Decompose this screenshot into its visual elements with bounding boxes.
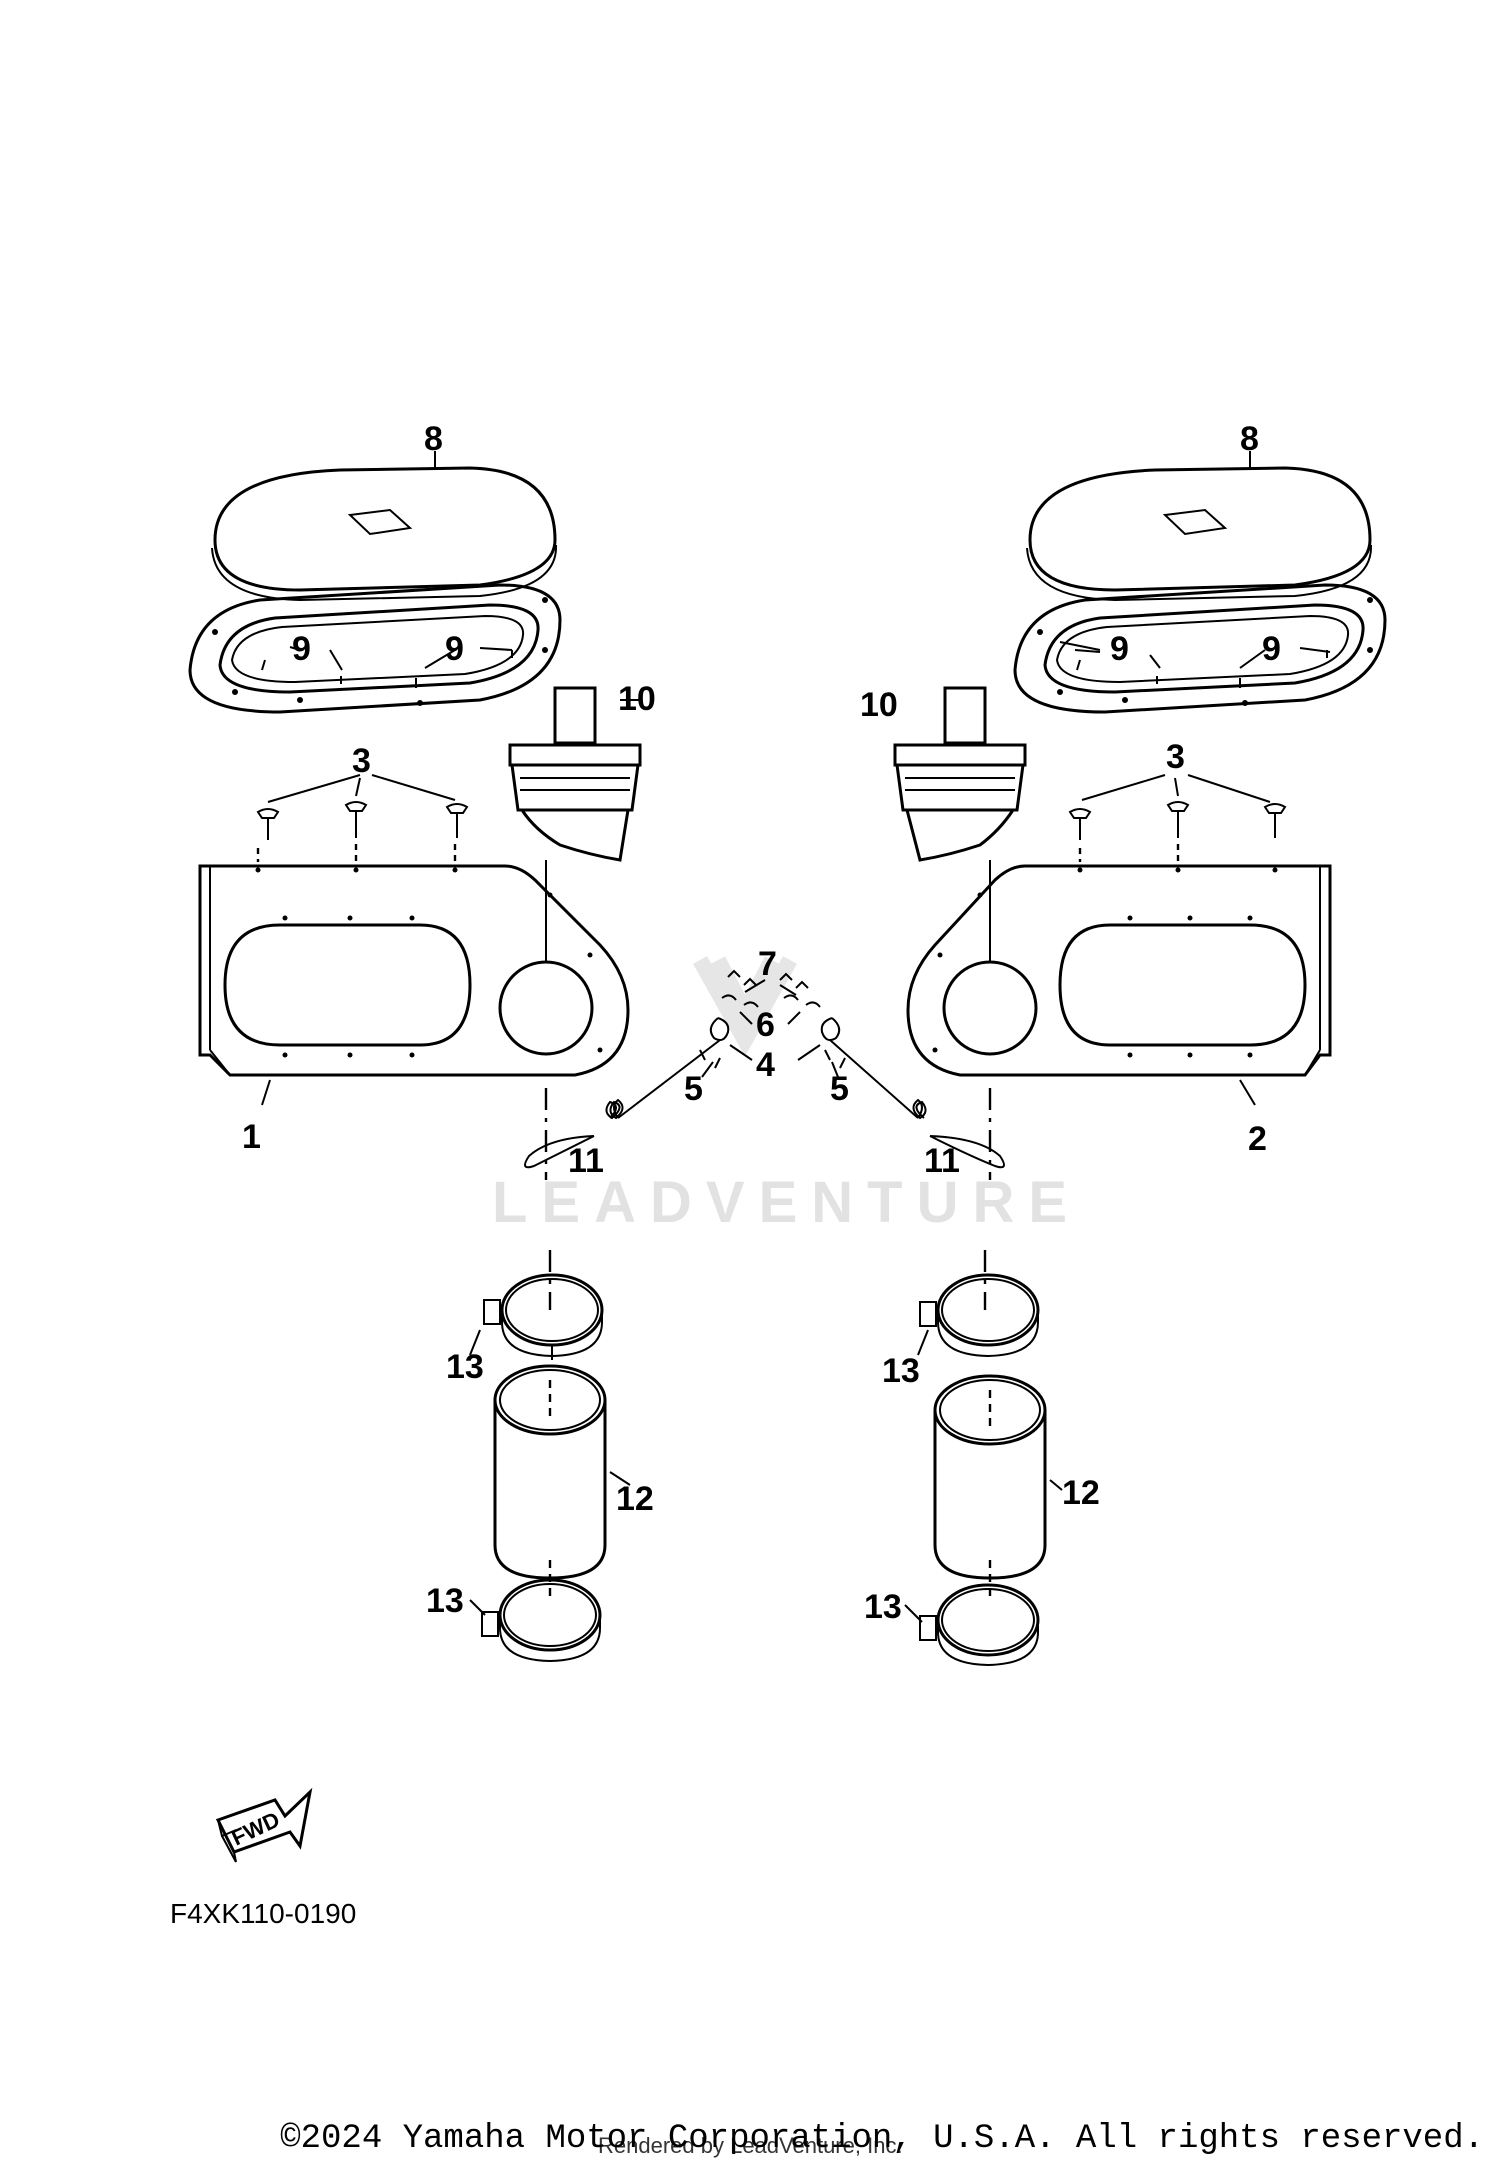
hose-12-left bbox=[493, 1364, 631, 1600]
clamp-13-left-top bbox=[469, 1273, 604, 1360]
leader-2 bbox=[1239, 1079, 1256, 1106]
screws-3-left bbox=[256, 774, 469, 862]
leader-1 bbox=[261, 1079, 271, 1106]
watermark-text: LEADVENTURE bbox=[492, 1170, 1081, 1235]
clamp-13-left-bottom bbox=[469, 1578, 602, 1663]
hatch-frame-right bbox=[1013, 583, 1387, 714]
callouts: 8 8 9 9 9 9 10 10 3 3 7 6 4 5 5 1 2 11 1… bbox=[242, 420, 1281, 1626]
fitting-10-right bbox=[893, 686, 1027, 862]
callout-13-right-bottom: 13 bbox=[864, 1588, 902, 1626]
fitting-10-left bbox=[508, 686, 642, 862]
hatch-frame-left bbox=[188, 583, 562, 714]
callout-9-left-a: 9 bbox=[292, 630, 311, 668]
callout-7: 7 bbox=[758, 945, 777, 983]
screws-9-right bbox=[1059, 641, 1331, 688]
screws-3-right bbox=[1068, 774, 1287, 862]
callout-8-left: 8 bbox=[424, 420, 443, 458]
hose-12-right bbox=[933, 1374, 1063, 1600]
callout-13-left-bottom: 13 bbox=[426, 1582, 464, 1620]
diagram-code: F4XK110-0190 bbox=[170, 1898, 357, 1929]
fwd-arrow-icon: FWD bbox=[215, 1787, 313, 1863]
callout-8-right: 8 bbox=[1240, 420, 1259, 458]
lanyard-11-right bbox=[820, 1017, 1005, 1169]
callout-3-right: 3 bbox=[1166, 738, 1185, 776]
copyright-text: ©2024 Yamaha Motor Corporation, U.S.A. A… bbox=[280, 2120, 1484, 2158]
callout-5-left: 5 bbox=[684, 1070, 703, 1108]
callout-10-right: 10 bbox=[860, 686, 898, 724]
panel-1-left bbox=[198, 860, 630, 1077]
clamp-13-right-top bbox=[917, 1273, 1040, 1358]
callout-9-left-b: 9 bbox=[445, 630, 464, 668]
panel-2-right bbox=[906, 860, 1332, 1077]
callout-9-right-a: 9 bbox=[1110, 630, 1129, 668]
callout-11-left: 11 bbox=[568, 1142, 604, 1180]
callout-10-left: 10 bbox=[618, 680, 656, 718]
callout-12-right: 12 bbox=[1062, 1474, 1100, 1512]
callout-9-right-b: 9 bbox=[1262, 630, 1281, 668]
screws-9-left bbox=[261, 646, 513, 688]
callout-6: 6 bbox=[756, 1006, 775, 1044]
callout-5-right: 5 bbox=[830, 1070, 849, 1108]
clamp-13-right-bottom bbox=[904, 1583, 1040, 1667]
watermark: LEADVENTURE bbox=[492, 956, 1081, 1235]
small-parts-center bbox=[699, 969, 846, 1078]
rendered-by-text: Rendered by LeadVenture, Inc. bbox=[598, 2133, 903, 2158]
callout-12-left: 12 bbox=[616, 1480, 654, 1518]
callout-11-right: 11 bbox=[924, 1142, 960, 1180]
callout-13-right-top: 13 bbox=[882, 1352, 920, 1390]
callout-1: 1 bbox=[242, 1118, 261, 1156]
callout-13-left-top: 13 bbox=[446, 1348, 484, 1386]
hatch-cover-left bbox=[211, 455, 558, 602]
hatch-cover-right bbox=[1026, 451, 1373, 602]
callout-2: 2 bbox=[1248, 1120, 1267, 1158]
lanyard-11-left bbox=[524, 1017, 730, 1169]
callout-4: 4 bbox=[756, 1046, 775, 1084]
callout-3-left: 3 bbox=[352, 742, 371, 780]
